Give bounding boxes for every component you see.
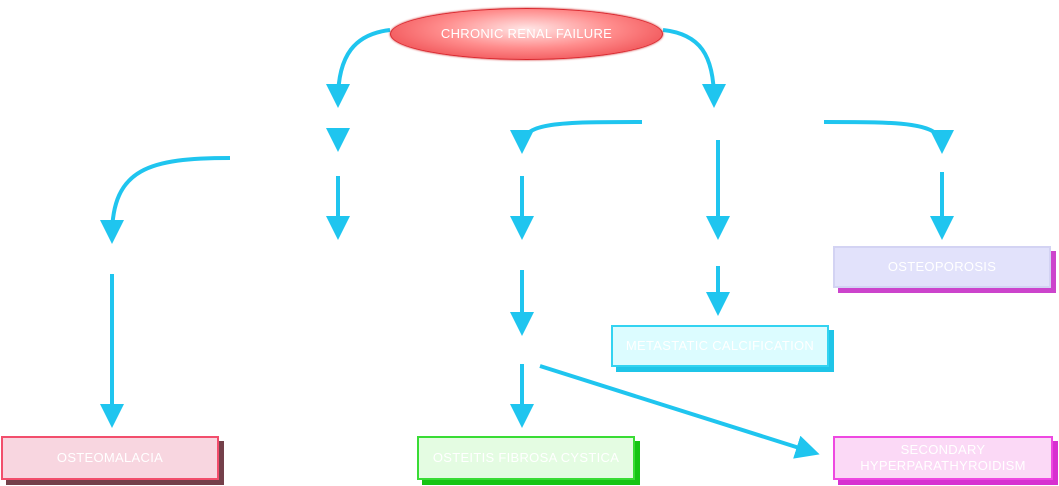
root-label: CHRONIC RENAL FAILURE	[440, 26, 613, 41]
metastatic-calcification-node: METASTATIC CALCIFICATION	[611, 325, 829, 367]
secondary-hyperparathyroidism-label: SECONDARY HYPERPARATHYROIDISM	[860, 442, 1026, 473]
arrow-root-right	[662, 28, 726, 108]
chronic-renal-failure-node: CHRONIC RENAL FAILURE	[390, 8, 663, 60]
osteoporosis-label: OSTEOPOROSIS	[887, 259, 997, 274]
arrow-right-left-curve	[510, 120, 643, 154]
osteoporosis-node: OSTEOPOROSIS	[833, 246, 1051, 288]
osteitis-fibrosa-cystica-node: OSTEITIS FIBROSA CYSTICA	[417, 436, 635, 480]
secondary-hyperparathyroidism-node: SECONDARY HYPERPARATHYROIDISM	[833, 436, 1053, 480]
metastatic-calcification-label: METASTATIC CALCIFICATION	[625, 338, 815, 353]
arrow-right-right-curve	[823, 120, 954, 154]
arrow-root-left	[326, 28, 391, 108]
arrow-left-curve	[100, 156, 231, 244]
osteomalacia-label: OSTEOMALACIA	[56, 450, 164, 465]
osteitis-fibrosa-cystica-label: OSTEITIS FIBROSA CYSTICA	[432, 450, 620, 465]
arrow-to-secondary	[539, 364, 820, 459]
osteomalacia-node: OSTEOMALACIA	[1, 436, 219, 480]
